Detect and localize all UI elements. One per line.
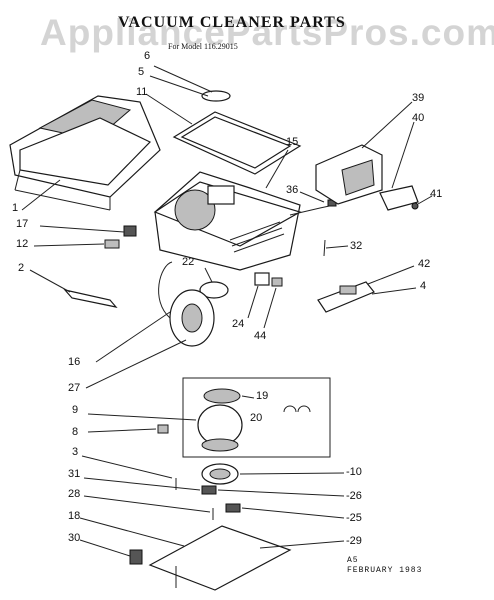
leader-lines [21,65,433,557]
part-32-screw [323,239,326,257]
callout-32: 32 [350,240,363,252]
part-44-clip [271,277,283,287]
footer-code: A5 [347,556,359,565]
callout-30: 30 [68,532,81,544]
callout-41: 41 [430,188,443,200]
part-2-latch [63,289,118,308]
callout-4: 4 [420,280,427,292]
callout-22: 22 [182,256,195,268]
diagram-title: VACUUM CLEANER PARTS [118,14,346,31]
callout-16: 16 [68,356,81,368]
part-12-stop [104,239,120,249]
motor-opening [174,189,216,231]
callout-5: 5 [138,66,145,78]
part-29-base-plate [148,525,292,591]
callout-8: 8 [72,426,79,438]
callout-39: 39 [412,92,425,104]
callout-19: 19 [256,390,269,402]
part-20-brushes [283,405,311,413]
callout-27: 27 [68,382,81,394]
callout-17: 17 [16,218,29,230]
part-24-bracket [254,272,270,286]
callout-40: 40 [412,112,425,124]
callout-42: 42 [418,258,431,270]
part-5-filter-disc [201,90,231,102]
model-subtitle: For Model 116.29015 [168,42,238,51]
callout-24: 24 [232,318,245,330]
callout-36: 36 [286,184,299,196]
callout-3: 3 [72,446,79,458]
callout-28: 28 [68,488,81,500]
watermark: AppliancePartsPros.com [40,12,494,53]
part-17-clip [123,225,137,237]
part-30-wheel [129,549,143,565]
callout-15: 15 [286,136,299,148]
part-41-nut [411,202,419,210]
callout-1: 1 [12,202,19,214]
callout-29: -29 [346,535,362,547]
callout-26: -26 [346,490,362,502]
callout-25: -25 [346,512,362,524]
part-8-nut [157,424,169,434]
callout-31: 31 [68,468,81,480]
part-22-seal [199,281,229,299]
callout-6: 6 [144,50,151,62]
part-19-fan [203,388,241,404]
callout-12: 12 [16,238,29,250]
callout-20: 20 [250,412,263,424]
motor-group-box [182,377,331,458]
part-26-pad [201,485,217,495]
callout-11: 11 [136,86,148,98]
callout-10: -10 [346,466,362,478]
footer-date: FEBRUARY 1983 [347,566,423,575]
callout-18: 18 [68,510,81,522]
callout-44: 44 [254,330,267,342]
part-40-bracket [379,185,419,211]
part-25-pad [225,503,241,513]
callout-2: 2 [18,262,25,274]
callout-9: 9 [72,404,79,416]
